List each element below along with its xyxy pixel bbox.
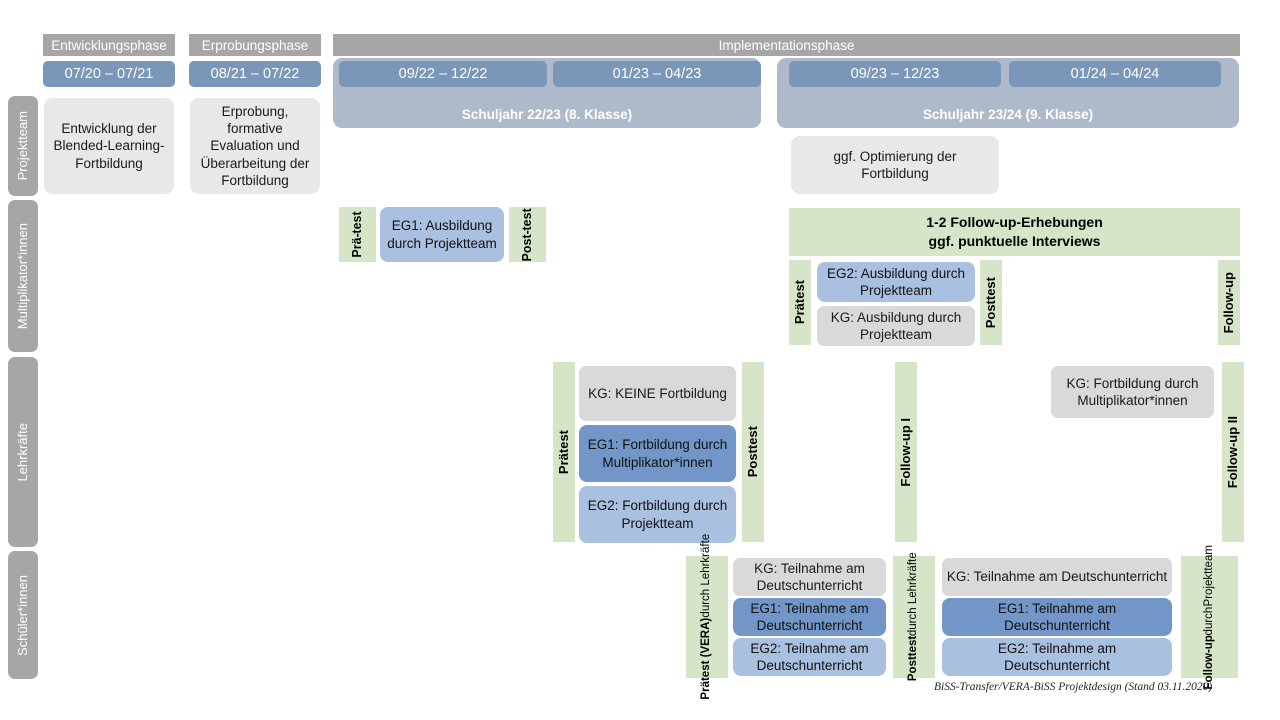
posttest-label-bold: Posttest: [907, 636, 920, 682]
followup-label: Follow-up: [1220, 271, 1236, 334]
multiplikator-posttest-short: Post- test: [509, 207, 546, 262]
multiplikator-followup-banner: 1-2 Follow-up-Erhebungen ggf. punktuelle…: [789, 208, 1240, 256]
lehrkraefte-praetest-column: Prätest: [553, 362, 575, 542]
multiplikator-followup-column: Follow-up: [1218, 260, 1240, 345]
period-label: 09/23 – 12/23: [850, 66, 940, 82]
banner-line2: ggf. punktuelle Interviews: [928, 233, 1101, 249]
role-label-text: Schüler*innen: [14, 574, 30, 656]
projektteam-erprobung-box: Erprobung, formative Evaluation und Über…: [190, 98, 320, 194]
multiplikator-praetest-short: Prä- test: [339, 207, 376, 262]
box-text: EG2: Teilnahme am Deutschunterricht: [750, 640, 869, 673]
box-text: EG1: Teilnahme am Deutschunterricht: [997, 600, 1117, 633]
box-text: KG: Teilnahme am Deutschunterricht: [754, 560, 865, 593]
schoolyear-label: Schuljahr 23/24 (9. Klasse): [922, 107, 1094, 122]
period-bar-0720-0721: 07/20 – 07/21: [43, 61, 175, 87]
praetest-line2: test: [350, 211, 365, 234]
posttest-line1: Post-: [520, 229, 535, 262]
box-text: KG: KEINE Fortbildung: [588, 385, 727, 401]
period-bar-0123-0423: 01/23 – 04/23: [553, 61, 761, 87]
role-label-text: Projektteam: [14, 111, 30, 181]
period-bar-0922-1222: 09/22 – 12/22: [339, 61, 547, 87]
role-label-schuelerinnen: Schüler*innen: [8, 551, 38, 679]
multiplikator-posttest-column: Posttest: [980, 260, 1002, 345]
praetest-label: Prätest: [555, 429, 571, 475]
lehrkraefte-posttest-column: Posttest: [742, 362, 764, 542]
praetest-label-bold: Prätest (VERA): [700, 617, 713, 700]
posttest-label-sub: durch Lehrkräfte: [907, 552, 920, 637]
lehrkraefte-eg1-box: EG1: Fortbildung durch Multiplikator*inn…: [579, 425, 736, 482]
followup2-label: Follow-up II: [1224, 415, 1240, 489]
lehrkraefte-kg-box: KG: KEINE Fortbildung: [579, 366, 736, 421]
praetest-line1: Prä-: [350, 233, 365, 258]
followup-label-sub2: Projektteam: [1202, 544, 1215, 607]
box-text: EG1: Ausbildung durch Projektteam: [387, 218, 497, 251]
schueler-eg1-box-left: EG1: Teilnahme am Deutschunterricht: [733, 598, 886, 636]
schueler-posttest-column: Posttest durch Lehrkräfte: [893, 552, 935, 682]
box-text: Erprobung, formative Evaluation und Über…: [200, 103, 310, 188]
period-bar-0124-0424: 01/24 – 04/24: [1009, 61, 1221, 87]
schueler-kg-box-left: KG: Teilnahme am Deutschunterricht: [733, 558, 886, 596]
followup-label-sub1: durch: [1202, 606, 1215, 635]
phase-header-erprobungsphase: Erprobungsphase: [189, 34, 321, 56]
projektteam-entwicklung-box: Entwicklung der Blended-Learning-Fortbil…: [44, 98, 174, 194]
phase-label: Erprobungsphase: [201, 37, 309, 53]
period-label: 07/20 – 07/21: [64, 66, 154, 82]
period-label: 09/22 – 12/22: [398, 66, 488, 82]
period-label: 01/23 – 04/23: [612, 66, 702, 82]
phase-label: Implementationsphase: [718, 37, 855, 53]
role-label-text: Lehrkräfte: [14, 422, 30, 482]
posttest-line2: test: [520, 207, 535, 230]
multiplikator-eg2-box: EG2: Ausbildung durch Projektteam: [817, 262, 975, 302]
multiplikator-praetest-column: Prätest: [789, 260, 811, 345]
box-text: EG1: Fortbildung durch Multiplikator*inn…: [587, 437, 728, 470]
role-label-projektteam: Projektteam: [8, 96, 38, 196]
box-text: Entwicklung der Blended-Learning-Fortbil…: [53, 121, 165, 171]
schueler-kg-box-right: KG: Teilnahme am Deutschunterricht: [942, 558, 1172, 596]
phase-label: Entwicklungsphase: [51, 37, 167, 53]
multiplikator-kg-box: KG: Ausbildung durch Projektteam: [817, 306, 975, 346]
multiplikator-eg1-box: EG1: Ausbildung durch Projektteam: [380, 207, 504, 262]
schueler-eg2-box-left: EG2: Teilnahme am Deutschunterricht: [733, 638, 886, 676]
posttest-label: Posttest: [744, 426, 760, 478]
period-label: 08/21 – 07/22: [210, 66, 300, 82]
lehrkraefte-kg-fortbildung-box: KG: Fortbildung durch Multiplikator*inne…: [1051, 366, 1214, 418]
box-text: EG2: Fortbildung durch Projektteam: [587, 498, 728, 531]
role-label-multiplikatorinnen: Multiplikator*innen: [8, 200, 38, 352]
box-text: ggf. Optimierung der Fortbildung: [833, 148, 957, 181]
box-text: EG1: Teilnahme am Deutschunterricht: [750, 600, 869, 633]
schueler-eg2-box-right: EG2: Teilnahme am Deutschunterricht: [942, 638, 1172, 676]
posttest-label: Posttest: [982, 276, 998, 329]
projektteam-optimierung-box: ggf. Optimierung der Fortbildung: [791, 136, 999, 194]
footer-caption: BiSS-Transfer/VERA-BiSS Projektdesign (S…: [934, 681, 1213, 693]
period-bar-0923-1223: 09/23 – 12/23: [789, 61, 1001, 87]
lehrkraefte-followup1-column: Follow-up I: [895, 362, 917, 542]
role-label-lehrkraefte: Lehrkräfte: [8, 357, 38, 547]
box-text: EG2: Teilnahme am Deutschunterricht: [997, 640, 1117, 673]
praetest-label: Prätest: [791, 280, 807, 325]
banner-line1: 1-2 Follow-up-Erhebungen: [926, 214, 1103, 231]
role-label-text: Multiplikator*innen: [14, 222, 30, 330]
praetest-label-sub: durch Lehrkräfte: [700, 534, 713, 618]
box-text: KG: Teilnahme am Deutschunterricht: [946, 569, 1168, 585]
followup1-label: Follow-up I: [897, 417, 913, 487]
lehrkraefte-followup2-column: Follow-up II: [1222, 362, 1244, 542]
schueler-followup-column: Follow-up durch Projektteam: [1181, 545, 1238, 689]
phase-header-entwicklungsphase: Entwicklungsphase: [43, 34, 175, 56]
lehrkraefte-eg2-box: EG2: Fortbildung durch Projektteam: [579, 486, 736, 543]
period-label: 01/24 – 04/24: [1070, 66, 1160, 82]
box-text: KG: Ausbildung durch Projektteam: [830, 309, 962, 342]
period-bar-0821-0722: 08/21 – 07/22: [189, 61, 321, 87]
box-text: KG: Fortbildung durch Multiplikator*inne…: [1066, 375, 1199, 408]
schueler-eg1-box-right: EG1: Teilnahme am Deutschunterricht: [942, 598, 1172, 636]
box-text: EG2: Ausbildung durch Projektteam: [826, 265, 966, 298]
schoolyear-label: Schuljahr 22/23 (8. Klasse): [461, 107, 633, 122]
schueler-praetest-column: Prätest (VERA) durch Lehrkräfte: [686, 534, 728, 700]
phase-header-implementationsphase: Implementationsphase: [333, 34, 1240, 56]
